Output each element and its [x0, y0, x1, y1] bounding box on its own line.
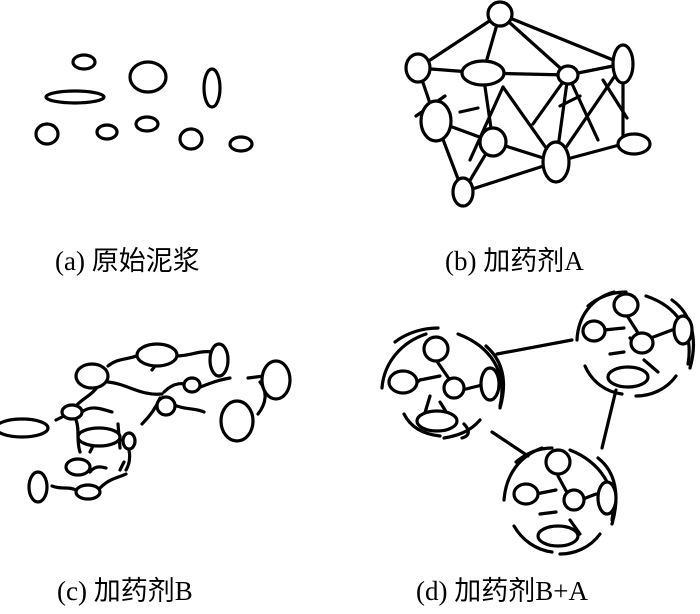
particle — [64, 457, 92, 477]
floc-top-right — [575, 290, 695, 398]
particle — [611, 43, 635, 85]
particle — [182, 376, 202, 394]
particle — [95, 123, 119, 141]
particle — [581, 319, 607, 343]
particle — [134, 115, 160, 133]
particle — [228, 135, 254, 153]
particle — [128, 60, 168, 94]
particle — [202, 67, 222, 109]
particle — [672, 314, 694, 346]
particle — [27, 470, 49, 504]
panel-b-network — [404, 0, 652, 208]
particle — [606, 365, 650, 389]
particle — [404, 52, 432, 84]
particle — [415, 409, 459, 433]
panel-a-dispersed-particles — [34, 53, 254, 153]
bond-lines — [414, 12, 629, 194]
particle — [178, 127, 204, 151]
floc-bridge-lines — [490, 338, 618, 458]
floc-shell-arcs — [380, 326, 506, 440]
particle — [71, 53, 97, 71]
particle — [44, 89, 106, 105]
particle — [387, 369, 419, 395]
particle — [596, 480, 618, 516]
particle — [478, 126, 508, 158]
particle — [219, 399, 255, 443]
particle — [451, 176, 475, 208]
caption-panel-c: (c) 加药剂B — [57, 576, 193, 606]
floc-left — [380, 326, 506, 440]
particle — [76, 426, 122, 448]
particle — [74, 362, 110, 390]
caption-panel-b: (b) 加药剂A — [445, 246, 584, 276]
particle — [486, 0, 514, 28]
particle — [60, 403, 84, 421]
particle — [121, 431, 137, 451]
particle — [208, 342, 230, 378]
particle — [512, 482, 540, 506]
particle — [422, 335, 450, 363]
particle — [34, 122, 60, 146]
particle — [419, 99, 453, 143]
particle — [536, 524, 580, 548]
floc-bottom — [502, 446, 618, 556]
particle — [629, 331, 655, 355]
particle — [260, 359, 292, 401]
particle — [74, 483, 102, 501]
particle — [479, 366, 501, 402]
particle — [0, 417, 50, 439]
particle — [544, 448, 572, 476]
particle — [612, 292, 640, 318]
particle — [556, 64, 580, 86]
particle — [616, 132, 652, 156]
caption-panel-a: (a) 原始泥浆 — [55, 246, 200, 276]
particle — [135, 342, 179, 368]
floc-internal-links — [408, 358, 488, 440]
caption-panel-d: (d) 加药剂B+A — [416, 576, 588, 606]
particle — [460, 59, 506, 87]
particle — [442, 376, 466, 400]
panel-c-chains — [0, 342, 292, 504]
particle — [155, 395, 177, 417]
floc-internal-links — [602, 312, 674, 374]
particle — [541, 140, 571, 184]
panel-d-flocs — [380, 290, 695, 556]
particle — [562, 488, 586, 512]
